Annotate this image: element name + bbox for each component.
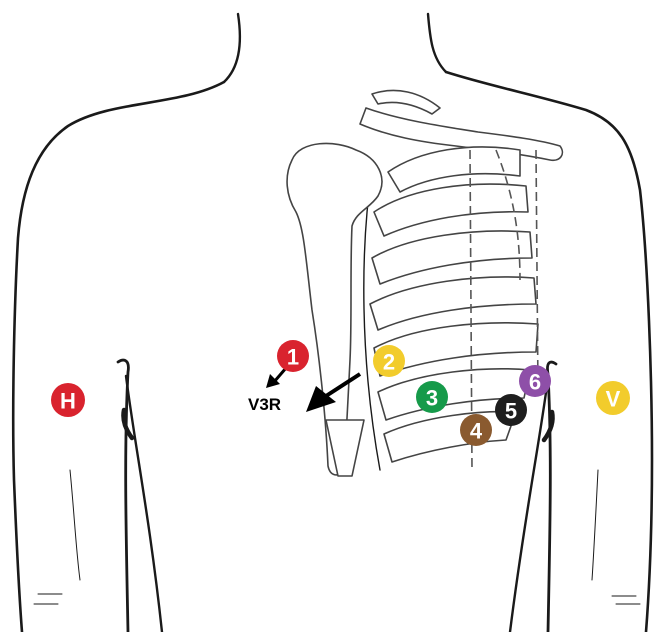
- v3r-label: V3R: [248, 395, 281, 414]
- rib-7: [384, 412, 516, 462]
- neck-right: [428, 14, 446, 72]
- electrode-H-label: H: [60, 389, 76, 414]
- electrode-1-label: 1: [287, 345, 299, 370]
- electrode-5: 5: [495, 394, 527, 426]
- electrode-1: 1: [277, 340, 309, 372]
- arm-right-hint: [592, 470, 598, 580]
- neck-left: [224, 14, 240, 82]
- mid-clavicular-line: [536, 150, 538, 390]
- electrode-6: 6: [519, 365, 551, 397]
- electrode-3-label: 3: [426, 386, 438, 411]
- arm-left-hint: [70, 470, 80, 580]
- electrode-6-label: 6: [529, 370, 541, 395]
- armpit-left-inner: [118, 360, 128, 632]
- shoulder-bone: [287, 143, 382, 476]
- electrode-V: V: [596, 381, 630, 415]
- wrist-right-mark: [612, 596, 640, 604]
- electrode-3: 3: [416, 381, 448, 413]
- electrode-2-label: 2: [383, 350, 395, 375]
- rib-2: [374, 184, 528, 236]
- electrode-4-label: 4: [470, 419, 483, 444]
- torso-left-side: [126, 376, 162, 632]
- rib-3: [372, 231, 532, 284]
- wrist-left-mark: [34, 594, 62, 604]
- electrode-4: 4: [460, 414, 492, 446]
- armpit-right-inner: [547, 362, 556, 632]
- electrode-V-label: V: [606, 387, 621, 412]
- electrode-5-label: 5: [505, 399, 517, 424]
- electrode-H: H: [51, 383, 85, 417]
- clavicle-upper: [372, 90, 440, 114]
- rib-cage: [360, 90, 562, 470]
- shoulder-left: [13, 82, 224, 632]
- electrode-2: 2: [373, 345, 405, 377]
